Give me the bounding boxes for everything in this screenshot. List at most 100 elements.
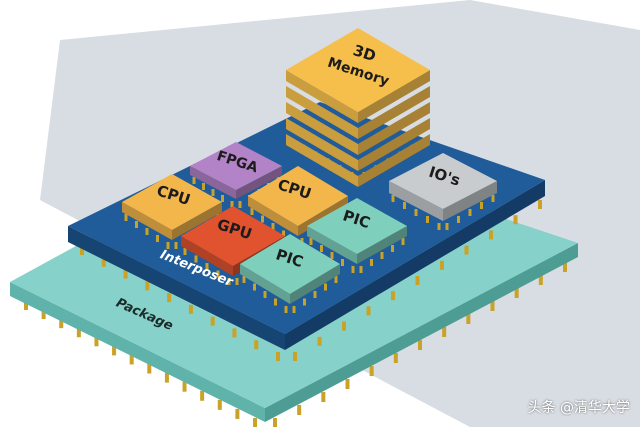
interposer-pin (123, 269, 128, 279)
gpu-chip-pin (235, 278, 239, 285)
ios-chip-pin (480, 202, 483, 209)
package-pin (369, 366, 374, 376)
interposer-pin (464, 245, 469, 255)
cpu-left-chip-pin (135, 221, 138, 228)
memory-layer (286, 28, 430, 123)
package-pin (345, 379, 350, 389)
chips (122, 28, 497, 304)
interposer-pin (254, 340, 259, 350)
package-pin (129, 354, 134, 365)
pic-bottom-chip-pin (303, 298, 306, 306)
package-pin (538, 275, 543, 285)
fpga-chip-pin (230, 201, 234, 208)
interposer-pin (167, 293, 172, 303)
interposer-side-front (68, 226, 285, 350)
cpu-right-chip-pin (261, 215, 264, 223)
cpu-left-chip-pin (166, 242, 170, 249)
gpu-chip-pin (227, 278, 231, 285)
ios-chip-pin (437, 223, 441, 230)
interposer-pin (440, 260, 444, 270)
package-pin (112, 345, 117, 356)
pic-right-chip-pin (330, 252, 334, 259)
pic-right-chip-pin (341, 259, 344, 266)
package-pin (235, 408, 240, 419)
interposer-pin (342, 321, 346, 331)
ios-chip-pin (403, 202, 406, 209)
gpu-chip-pin (216, 270, 220, 278)
interposer-pins (80, 200, 542, 361)
package-pin (200, 390, 205, 401)
fpga-chip (190, 142, 282, 199)
interposer-pin (538, 200, 542, 209)
gpu-chip-pin (194, 255, 198, 263)
interposer-pin (145, 281, 150, 291)
package-side-front (10, 282, 265, 422)
interposer-pin (415, 276, 420, 285)
package-pin (76, 327, 81, 338)
package-pin (164, 372, 169, 383)
interposer-side-right (285, 180, 545, 350)
package-pin (490, 301, 495, 311)
ios-chip-pin (491, 195, 495, 202)
package-side-right (265, 243, 578, 422)
package-pin (442, 327, 447, 337)
interposer-pin (210, 316, 215, 326)
package-pin (321, 392, 326, 402)
pic-right-chip (307, 198, 407, 264)
memory-stack (286, 28, 430, 187)
pic-bottom-chip-pin (284, 306, 288, 313)
pic-right-chip-pin (309, 238, 313, 245)
cpu-left-chip-pin (145, 228, 149, 235)
interposer-pin (513, 215, 518, 225)
ios-chip-pin (457, 216, 460, 223)
memory-layer (286, 86, 430, 139)
ios-chip-pin (445, 223, 449, 230)
memory-layer (286, 118, 430, 171)
package-pin (466, 314, 471, 324)
fpga-chip-pin (202, 183, 205, 190)
package-pin (59, 318, 64, 329)
package-pin (41, 309, 46, 320)
interposer-pin (391, 291, 395, 301)
package-pins (24, 262, 567, 427)
pic-bottom-chip-pin (253, 283, 256, 291)
package-pin (563, 262, 567, 272)
pic-right-chip-pin (391, 245, 394, 252)
pic-bottom-chip-pin (263, 291, 267, 298)
ios-chip-pin (426, 216, 429, 223)
package-pin (418, 340, 422, 350)
fpga-chip-pin (238, 201, 242, 208)
ios-chip (389, 153, 497, 221)
pic-bottom-chip-pin (334, 276, 338, 283)
pic-bottom-chip (240, 234, 340, 304)
package-pin (297, 405, 302, 415)
cpu-left-chip-pin (156, 235, 159, 242)
interposer-pin (293, 352, 297, 361)
pic-right-chip-pin (370, 259, 373, 266)
interposer-pin (276, 352, 280, 361)
package-pin (147, 363, 152, 374)
package-pin (24, 300, 28, 310)
pic-bottom-chip-pin (292, 306, 296, 313)
ios-chip-pin (391, 195, 395, 202)
pic-right-chip-pin (359, 266, 363, 273)
interposer-pin (317, 336, 322, 346)
pic-right-chip-pin (320, 245, 323, 252)
pic-right-chip-pin (380, 252, 384, 259)
package-pin (217, 399, 222, 410)
interposer-pin (366, 306, 371, 316)
interposer-pin (80, 246, 84, 255)
package-pin (273, 418, 277, 427)
cpu-left-chip-pin (174, 242, 178, 249)
pic-bottom-chip-pin (242, 276, 246, 283)
cpu-right-chip-pin (250, 208, 254, 215)
memory-layer (286, 102, 430, 155)
pic-right-chip-pin (401, 238, 405, 245)
cpu-right-chip-pin (271, 223, 275, 230)
package-pin (182, 381, 187, 392)
gpu-chip-pin (183, 248, 187, 255)
package-pin (94, 336, 99, 347)
memory-layer (286, 134, 430, 187)
